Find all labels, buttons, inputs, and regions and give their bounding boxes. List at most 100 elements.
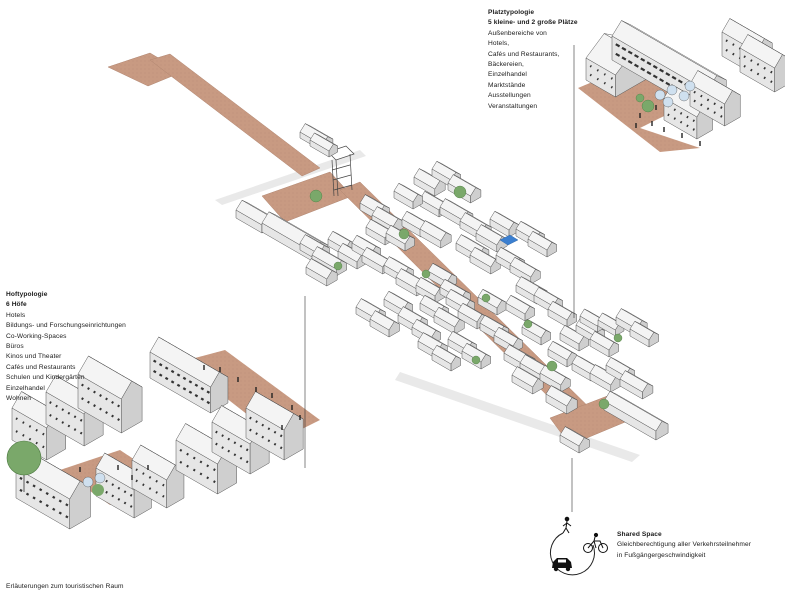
window: [28, 425, 32, 428]
window: [52, 507, 56, 511]
window: [640, 57, 646, 62]
window: [25, 480, 30, 484]
window: [200, 387, 205, 391]
building-roof: [520, 221, 545, 235]
window: [148, 487, 152, 490]
hof-item: Einzelhandel: [6, 384, 45, 392]
window: [212, 480, 216, 484]
window: [255, 432, 258, 436]
window: [61, 421, 65, 424]
window: [713, 111, 716, 114]
hof-item: Kinos und Theater: [6, 353, 62, 361]
window: [700, 103, 703, 107]
window: [117, 418, 120, 421]
window: [610, 85, 613, 89]
window: [200, 397, 205, 401]
pool: [499, 234, 519, 246]
window: [273, 442, 277, 446]
window: [32, 484, 36, 488]
platz-item: Veranstaltungen: [488, 102, 538, 110]
window: [153, 359, 157, 363]
window: [206, 476, 210, 480]
platz-inset-buildings: [585, 18, 785, 140]
window: [15, 417, 18, 421]
building-roof: [255, 391, 304, 420]
window: [111, 494, 115, 498]
window: [770, 70, 773, 74]
window: [621, 46, 627, 51]
window: [19, 488, 23, 492]
building-roof: [158, 336, 229, 378]
window: [693, 99, 696, 103]
bicycle-icon: [583, 532, 608, 553]
window: [652, 74, 658, 79]
building-roof: [374, 310, 400, 325]
window: [646, 61, 652, 66]
window: [603, 81, 606, 85]
window: [67, 411, 71, 415]
window: [22, 434, 25, 437]
window: [135, 479, 138, 483]
window: [615, 52, 621, 57]
window: [65, 503, 69, 507]
building-roof: [620, 308, 648, 324]
building-roof: [388, 291, 413, 305]
building-roof: [466, 343, 491, 357]
window: [148, 476, 152, 479]
tree: [546, 360, 558, 372]
window: [93, 390, 96, 394]
building-roof: [422, 332, 448, 347]
window: [763, 66, 766, 70]
window: [67, 424, 71, 428]
hof-item: Büros: [6, 343, 24, 351]
window: [706, 107, 710, 111]
platz-item: Einzelhandel: [488, 71, 527, 79]
window: [665, 81, 671, 86]
window: [188, 380, 193, 384]
building-roof: [444, 279, 471, 294]
window: [186, 464, 189, 468]
window: [627, 50, 633, 55]
building-roof: [729, 18, 773, 44]
window: [99, 394, 102, 397]
building-roof: [508, 344, 536, 360]
shared-line: Gleichberechtigung aller Verkehrsteilneh…: [617, 541, 752, 549]
window: [679, 120, 683, 124]
building-roof: [450, 289, 475, 303]
window: [763, 76, 766, 80]
platz-subtitle: 5 kleine- und 2 große Plätze: [488, 19, 578, 27]
window: [28, 437, 32, 441]
window: [49, 413, 52, 417]
window: [756, 72, 760, 76]
window: [81, 397, 84, 401]
building-roof: [424, 295, 449, 309]
window: [170, 380, 175, 384]
caption: Erläuterungen zum touristischen Raum: [6, 582, 124, 590]
window: [22, 421, 25, 424]
building-roof: [594, 331, 619, 345]
tree: [453, 185, 467, 199]
window: [176, 373, 181, 377]
building-roof: [360, 298, 386, 313]
window: [39, 500, 43, 504]
building-roof: [520, 276, 548, 292]
window: [87, 400, 90, 404]
window: [182, 387, 187, 391]
hof-inset-trees: [6, 440, 106, 496]
platz-item: Hotels,: [488, 40, 510, 48]
window: [627, 60, 633, 65]
hof-title: Hoftypologie: [6, 291, 48, 298]
window: [73, 415, 77, 419]
hof-item: Schulen und Kindergärten: [6, 374, 85, 382]
window: [261, 423, 265, 427]
window: [215, 442, 218, 446]
window: [233, 453, 237, 457]
building-roof: [304, 123, 334, 140]
window: [720, 106, 723, 109]
window: [192, 468, 196, 472]
window: [111, 414, 114, 418]
window: [255, 420, 258, 424]
window: [55, 417, 58, 421]
window: [188, 390, 193, 394]
hof-item: Wohnen: [6, 395, 32, 403]
